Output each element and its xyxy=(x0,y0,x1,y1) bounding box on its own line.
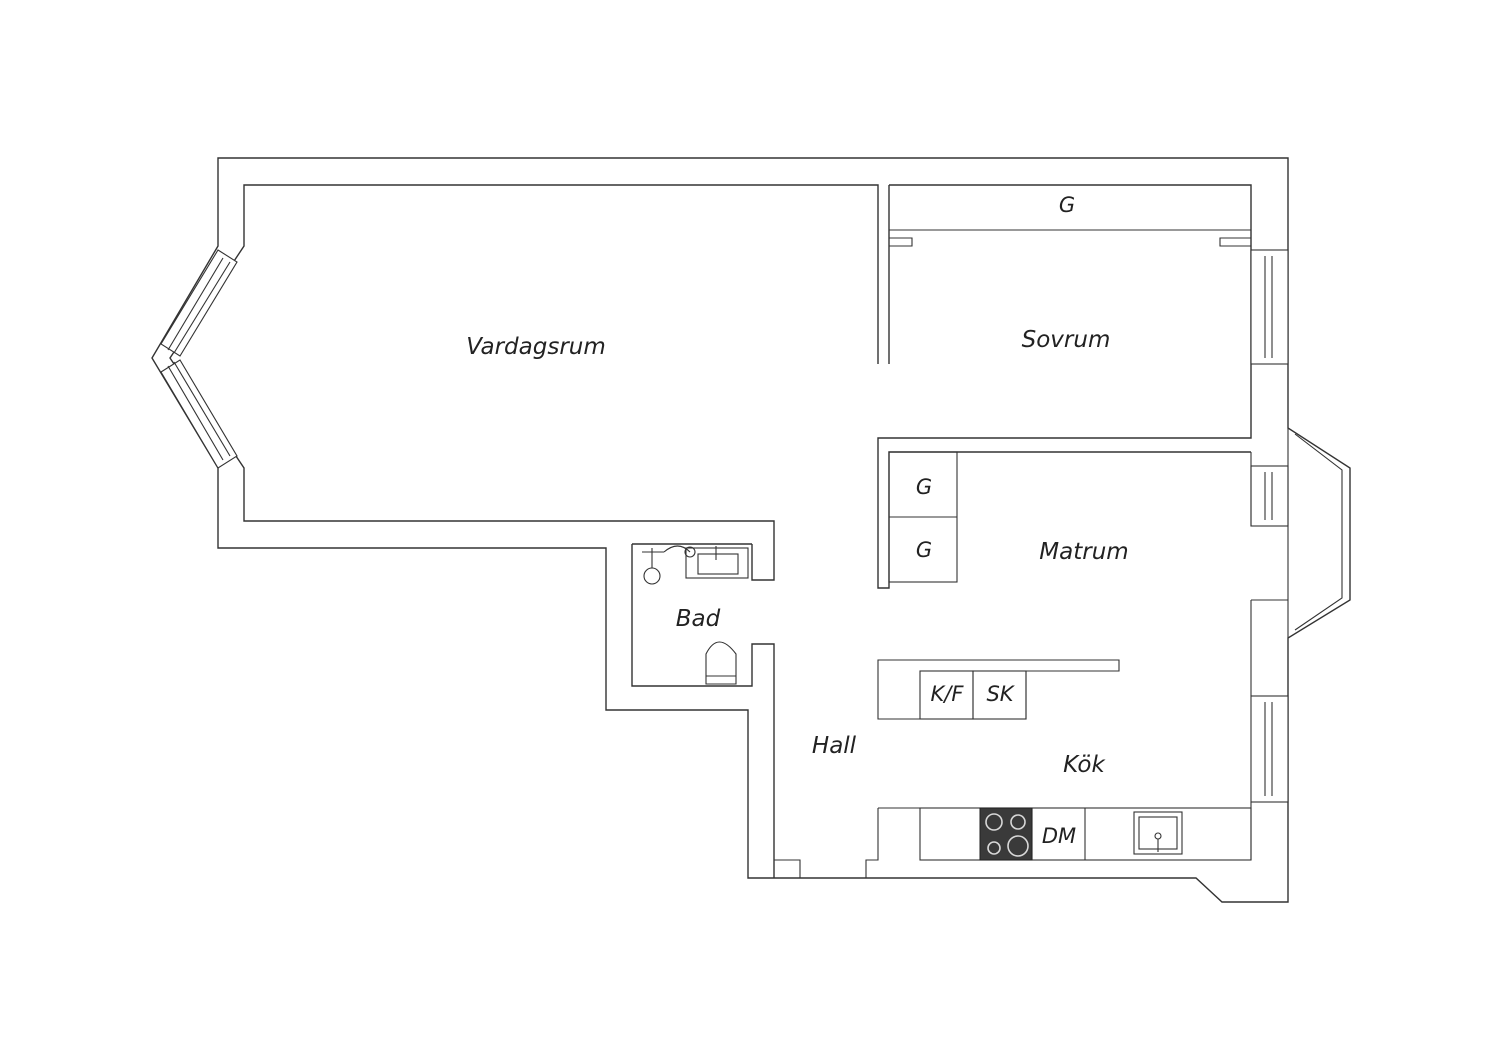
room-label-sovrum: Sovrum xyxy=(1022,327,1111,353)
freezer-label: SK xyxy=(986,682,1015,706)
hall-walls xyxy=(774,808,879,878)
shower-icon xyxy=(642,545,691,585)
wardrobe-label-sovrum: G xyxy=(1059,193,1075,217)
kitchen-island xyxy=(877,659,1120,720)
dishwasher-label: DM xyxy=(1042,824,1076,848)
fridge-freezer-label: K/F xyxy=(931,682,965,706)
bedroom-walls xyxy=(877,184,1252,589)
sink-icon xyxy=(684,546,749,579)
kitchen-sink-icon xyxy=(1133,811,1183,855)
dining-wardrobes xyxy=(888,451,958,583)
stove-icon xyxy=(979,807,1033,861)
room-label-bad: Bad xyxy=(676,606,721,632)
right-windows xyxy=(1250,249,1343,860)
wardrobe-label-matrum-2: G xyxy=(916,538,932,562)
wardrobe-label-matrum-1: G xyxy=(916,475,932,499)
bathroom-walls xyxy=(631,543,775,878)
exterior-walls xyxy=(151,157,1351,903)
living-room-walls xyxy=(169,184,890,581)
room-label-kok: Kök xyxy=(1063,752,1106,778)
room-label-hall: Hall xyxy=(812,733,857,759)
bay-windows-left xyxy=(160,249,238,469)
toilet-icon xyxy=(705,641,737,685)
room-label-matrum: Matrum xyxy=(1039,539,1128,565)
room-label-vardagsrum: Vardagsrum xyxy=(466,334,606,360)
